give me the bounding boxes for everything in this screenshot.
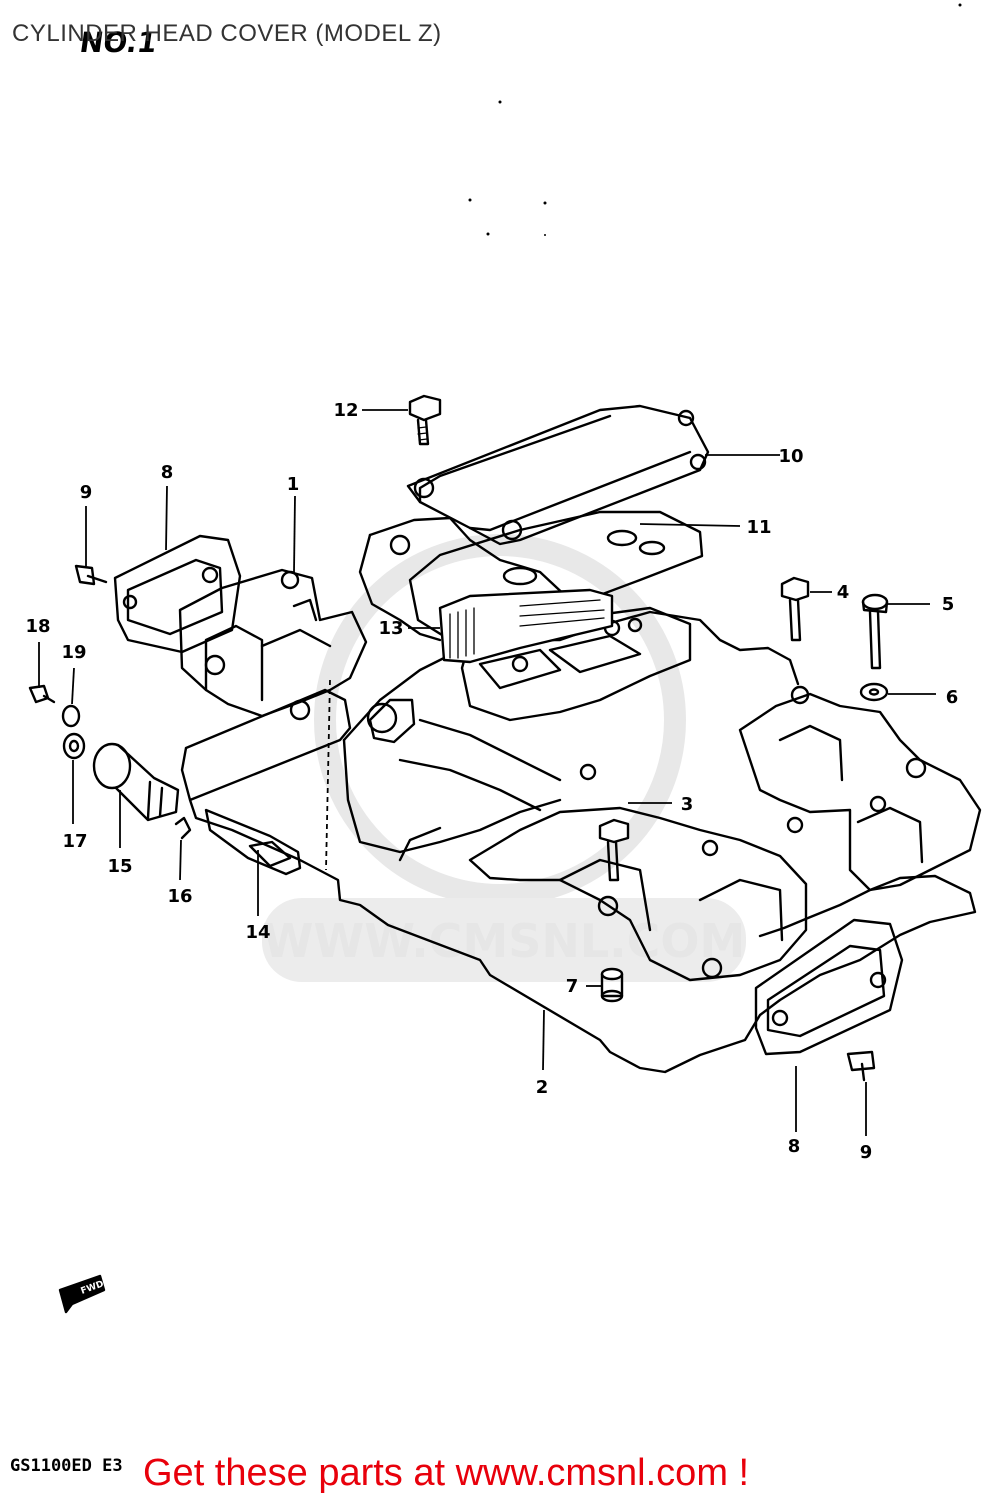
callout-10: 10 — [778, 446, 803, 467]
callout-1: 1 — [287, 474, 300, 495]
page-title: CYLINDER HEAD COVER (MODEL Z) — [12, 20, 442, 47]
part-4-bolt — [780, 576, 810, 642]
callout-7: 7 — [566, 976, 579, 997]
watermark-text: WWW.CMSNL.COM — [263, 914, 746, 968]
callout-2: 2 — [536, 1077, 549, 1098]
part-8-end-cap-left — [113, 534, 242, 654]
callout-11: 11 — [746, 517, 771, 538]
part-2-gasket — [180, 688, 977, 1074]
callout-5: 5 — [942, 594, 955, 615]
model-code: GS1100ED E3 — [10, 1456, 123, 1476]
part-3-bolt — [598, 818, 630, 882]
callout-13: 13 — [378, 618, 403, 639]
part-13-breather-element — [438, 588, 614, 664]
callout-labels: 1 2 3 4 5 6 7 8 8 9 9 10 11 12 13 14 15 … — [25, 400, 958, 1163]
callout-9-left: 9 — [80, 482, 93, 503]
callout-8-right: 8 — [788, 1136, 801, 1157]
part-14-guide — [204, 808, 302, 876]
callout-6: 6 — [946, 687, 959, 708]
part-9-screw-left — [74, 564, 108, 586]
cta-link[interactable]: Get these parts at www.cmsnl.com ! — [143, 1452, 750, 1494]
callout-18: 18 — [25, 616, 50, 637]
callout-16: 16 — [167, 886, 192, 907]
callout-12: 12 — [333, 400, 358, 421]
part-18-screw — [28, 684, 56, 704]
part-15-cap — [92, 742, 180, 822]
part-6-washer — [859, 682, 889, 702]
part-9-screw-right — [846, 1050, 876, 1082]
callout-15: 15 — [107, 856, 132, 877]
callout-14: 14 — [245, 922, 270, 943]
part-10-breather-cover — [406, 404, 710, 546]
scan-specks — [468, 3, 962, 236]
callout-3: 3 — [681, 794, 694, 815]
watermark-band — [262, 898, 746, 982]
part-1-head-cover — [178, 516, 982, 982]
leader-lines — [38, 409, 936, 1136]
callout-19: 19 — [61, 642, 86, 663]
part-19-o-ring — [61, 704, 81, 728]
fwd-arrow-icon — [58, 1274, 106, 1314]
callout-8-left: 8 — [161, 462, 174, 483]
callout-9-right: 9 — [860, 1142, 873, 1163]
callout-17: 17 — [62, 831, 87, 852]
callout-4: 4 — [837, 582, 850, 603]
part-7-dowel-pin — [600, 967, 624, 1003]
part-12-bolt — [408, 394, 442, 446]
part-8-end-cap-right — [754, 918, 904, 1056]
part-16-clip — [174, 816, 192, 840]
part-5-bolt — [861, 593, 889, 670]
part-17-washer — [62, 732, 86, 760]
